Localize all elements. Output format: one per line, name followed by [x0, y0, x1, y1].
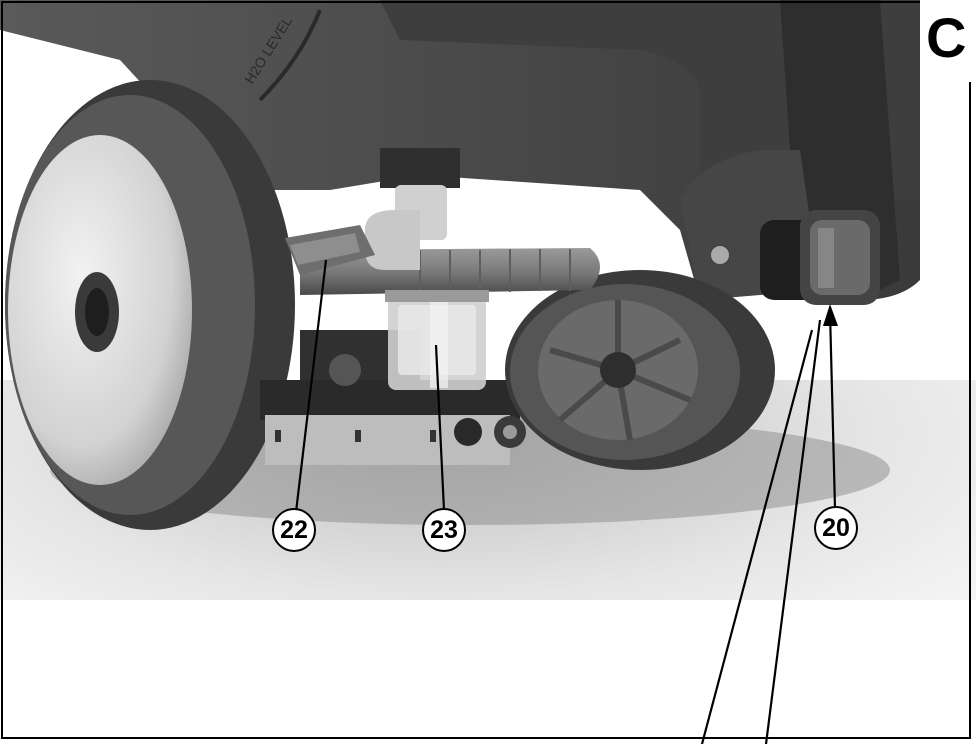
callout-23: 23	[422, 508, 466, 552]
panel-label-box	[920, 0, 976, 82]
bolt	[709, 244, 731, 266]
leader-lines	[294, 259, 837, 744]
callout-20: 20	[814, 506, 858, 550]
large-rear-wheel	[5, 80, 295, 530]
leader-arrowhead	[823, 304, 838, 326]
callout-22: 22	[272, 508, 316, 552]
castor-wheel	[505, 270, 775, 470]
filter-bowl	[385, 290, 489, 390]
panel-label-c: C	[926, 6, 967, 69]
drain-valve	[285, 148, 460, 275]
drain-plug	[760, 210, 880, 305]
